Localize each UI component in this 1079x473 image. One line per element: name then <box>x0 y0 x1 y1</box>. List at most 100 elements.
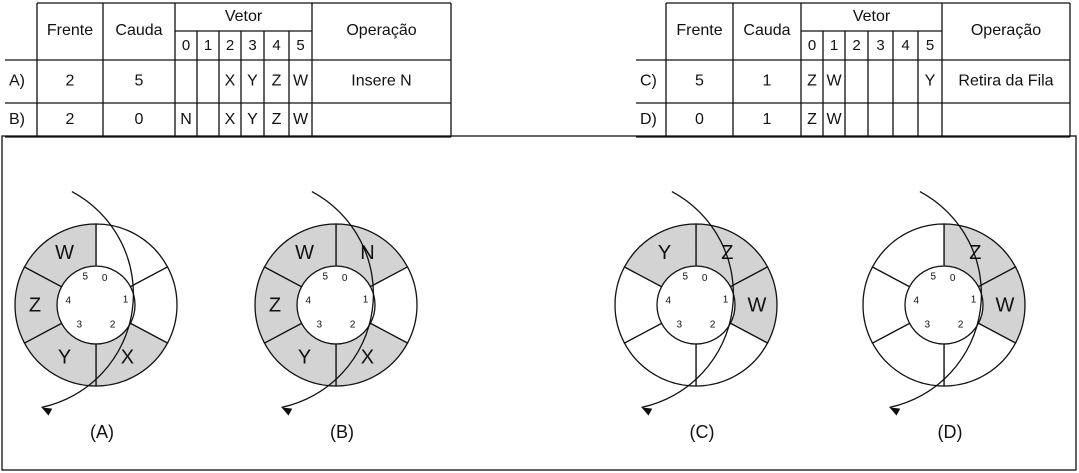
vector-cell: X <box>225 111 236 128</box>
row-cauda: 5 <box>135 73 144 90</box>
vector-index: 0 <box>808 37 816 54</box>
arrow-head <box>889 407 901 416</box>
slot-value: W <box>996 294 1015 316</box>
header-vetor: Vetor <box>853 8 891 25</box>
slot-index: 2 <box>350 320 356 331</box>
vector-index: 4 <box>272 37 280 54</box>
vector-index: 5 <box>296 37 304 54</box>
slot-index: 2 <box>110 320 116 331</box>
header-operacao: Operação <box>346 22 416 39</box>
slot-index: 0 <box>342 273 348 284</box>
slot-index: 4 <box>913 296 919 307</box>
slot-index: 4 <box>65 296 71 307</box>
header-frente: Frente <box>47 22 93 39</box>
slot-index: 0 <box>702 273 708 284</box>
slot-value: W <box>748 294 767 316</box>
ring-caption: (D) <box>938 422 963 442</box>
arrow-head <box>281 407 293 416</box>
slot-index: 3 <box>77 320 83 331</box>
header-cauda: Cauda <box>115 22 162 39</box>
vector-cell: Z <box>272 73 282 90</box>
vector-cell: Y <box>247 111 258 128</box>
vector-index: 1 <box>204 37 212 54</box>
vector-cell: W <box>293 111 309 128</box>
vector-cell: W <box>826 111 842 128</box>
vector-index: 1 <box>830 37 838 54</box>
direction-arrow <box>281 190 375 409</box>
slot-index: 3 <box>925 320 931 331</box>
vector-cell: Y <box>925 73 936 90</box>
slot-value: Y <box>58 347 71 369</box>
row-operacao: Retira da Fila <box>958 73 1053 90</box>
direction-arrow <box>889 190 983 409</box>
slot-index: 5 <box>682 272 688 283</box>
row-frente: 2 <box>66 73 75 90</box>
row-frente: 0 <box>695 111 704 128</box>
slot-index: 2 <box>710 320 716 331</box>
header-vetor: Vetor <box>225 8 263 25</box>
slot-index: 3 <box>317 320 323 331</box>
slot-index: 4 <box>665 296 671 307</box>
slot-index: 2 <box>958 320 964 331</box>
vector-cell: X <box>225 73 236 90</box>
row-cauda: 1 <box>763 111 772 128</box>
slot-value: W <box>55 242 74 264</box>
slot-index: 0 <box>950 273 956 284</box>
vector-index: 2 <box>226 37 234 54</box>
row-frente: 2 <box>66 111 75 128</box>
row-label: A) <box>9 73 25 90</box>
direction-arrow <box>41 190 135 409</box>
vector-cell: W <box>826 73 842 90</box>
slot-value: W <box>295 242 314 264</box>
slot-value: Y <box>658 242 671 264</box>
slot-index: 4 <box>305 296 311 307</box>
vector-index: 3 <box>248 37 256 54</box>
vector-index: 2 <box>852 37 860 54</box>
row-frente: 5 <box>695 73 704 90</box>
vector-cell: Y <box>247 73 258 90</box>
slot-value: X <box>361 347 374 369</box>
row-cauda: 0 <box>135 111 144 128</box>
row-label: D) <box>640 111 657 128</box>
slot-index: 5 <box>322 272 328 283</box>
ring-caption: (A) <box>90 422 114 442</box>
slot-value: Z <box>269 294 281 316</box>
row-label: B) <box>9 111 25 128</box>
row-label: C) <box>640 73 657 90</box>
slot-value: Z <box>29 294 41 316</box>
header-frente: Frente <box>676 22 722 39</box>
vector-index: 3 <box>876 37 884 54</box>
ring-caption: (C) <box>690 422 715 442</box>
slot-index: 1 <box>723 294 729 305</box>
row-operacao: Insere N <box>351 73 411 90</box>
slot-index: 0 <box>102 273 108 284</box>
row-cauda: 1 <box>763 73 772 90</box>
slot-index: 1 <box>971 294 977 305</box>
vector-cell: Z <box>272 111 282 128</box>
direction-arrow <box>641 190 735 409</box>
arrow-head <box>641 407 653 416</box>
slot-index: 5 <box>82 272 88 283</box>
queue-slot <box>623 223 697 288</box>
rings-frame <box>1 135 1077 471</box>
slot-index: 5 <box>930 272 936 283</box>
slot-index: 1 <box>363 294 369 305</box>
queue-slot <box>263 223 337 288</box>
ring-caption: (B) <box>330 422 354 442</box>
slot-value: X <box>121 347 134 369</box>
vector-cell: W <box>293 73 309 90</box>
vector-index: 0 <box>182 37 190 54</box>
vector-cell: Z <box>807 73 817 90</box>
slot-value: Y <box>298 347 311 369</box>
vector-index: 5 <box>926 37 934 54</box>
header-operacao: Operação <box>971 22 1041 39</box>
vector-cell: Z <box>807 111 817 128</box>
slot-index: 3 <box>677 320 683 331</box>
